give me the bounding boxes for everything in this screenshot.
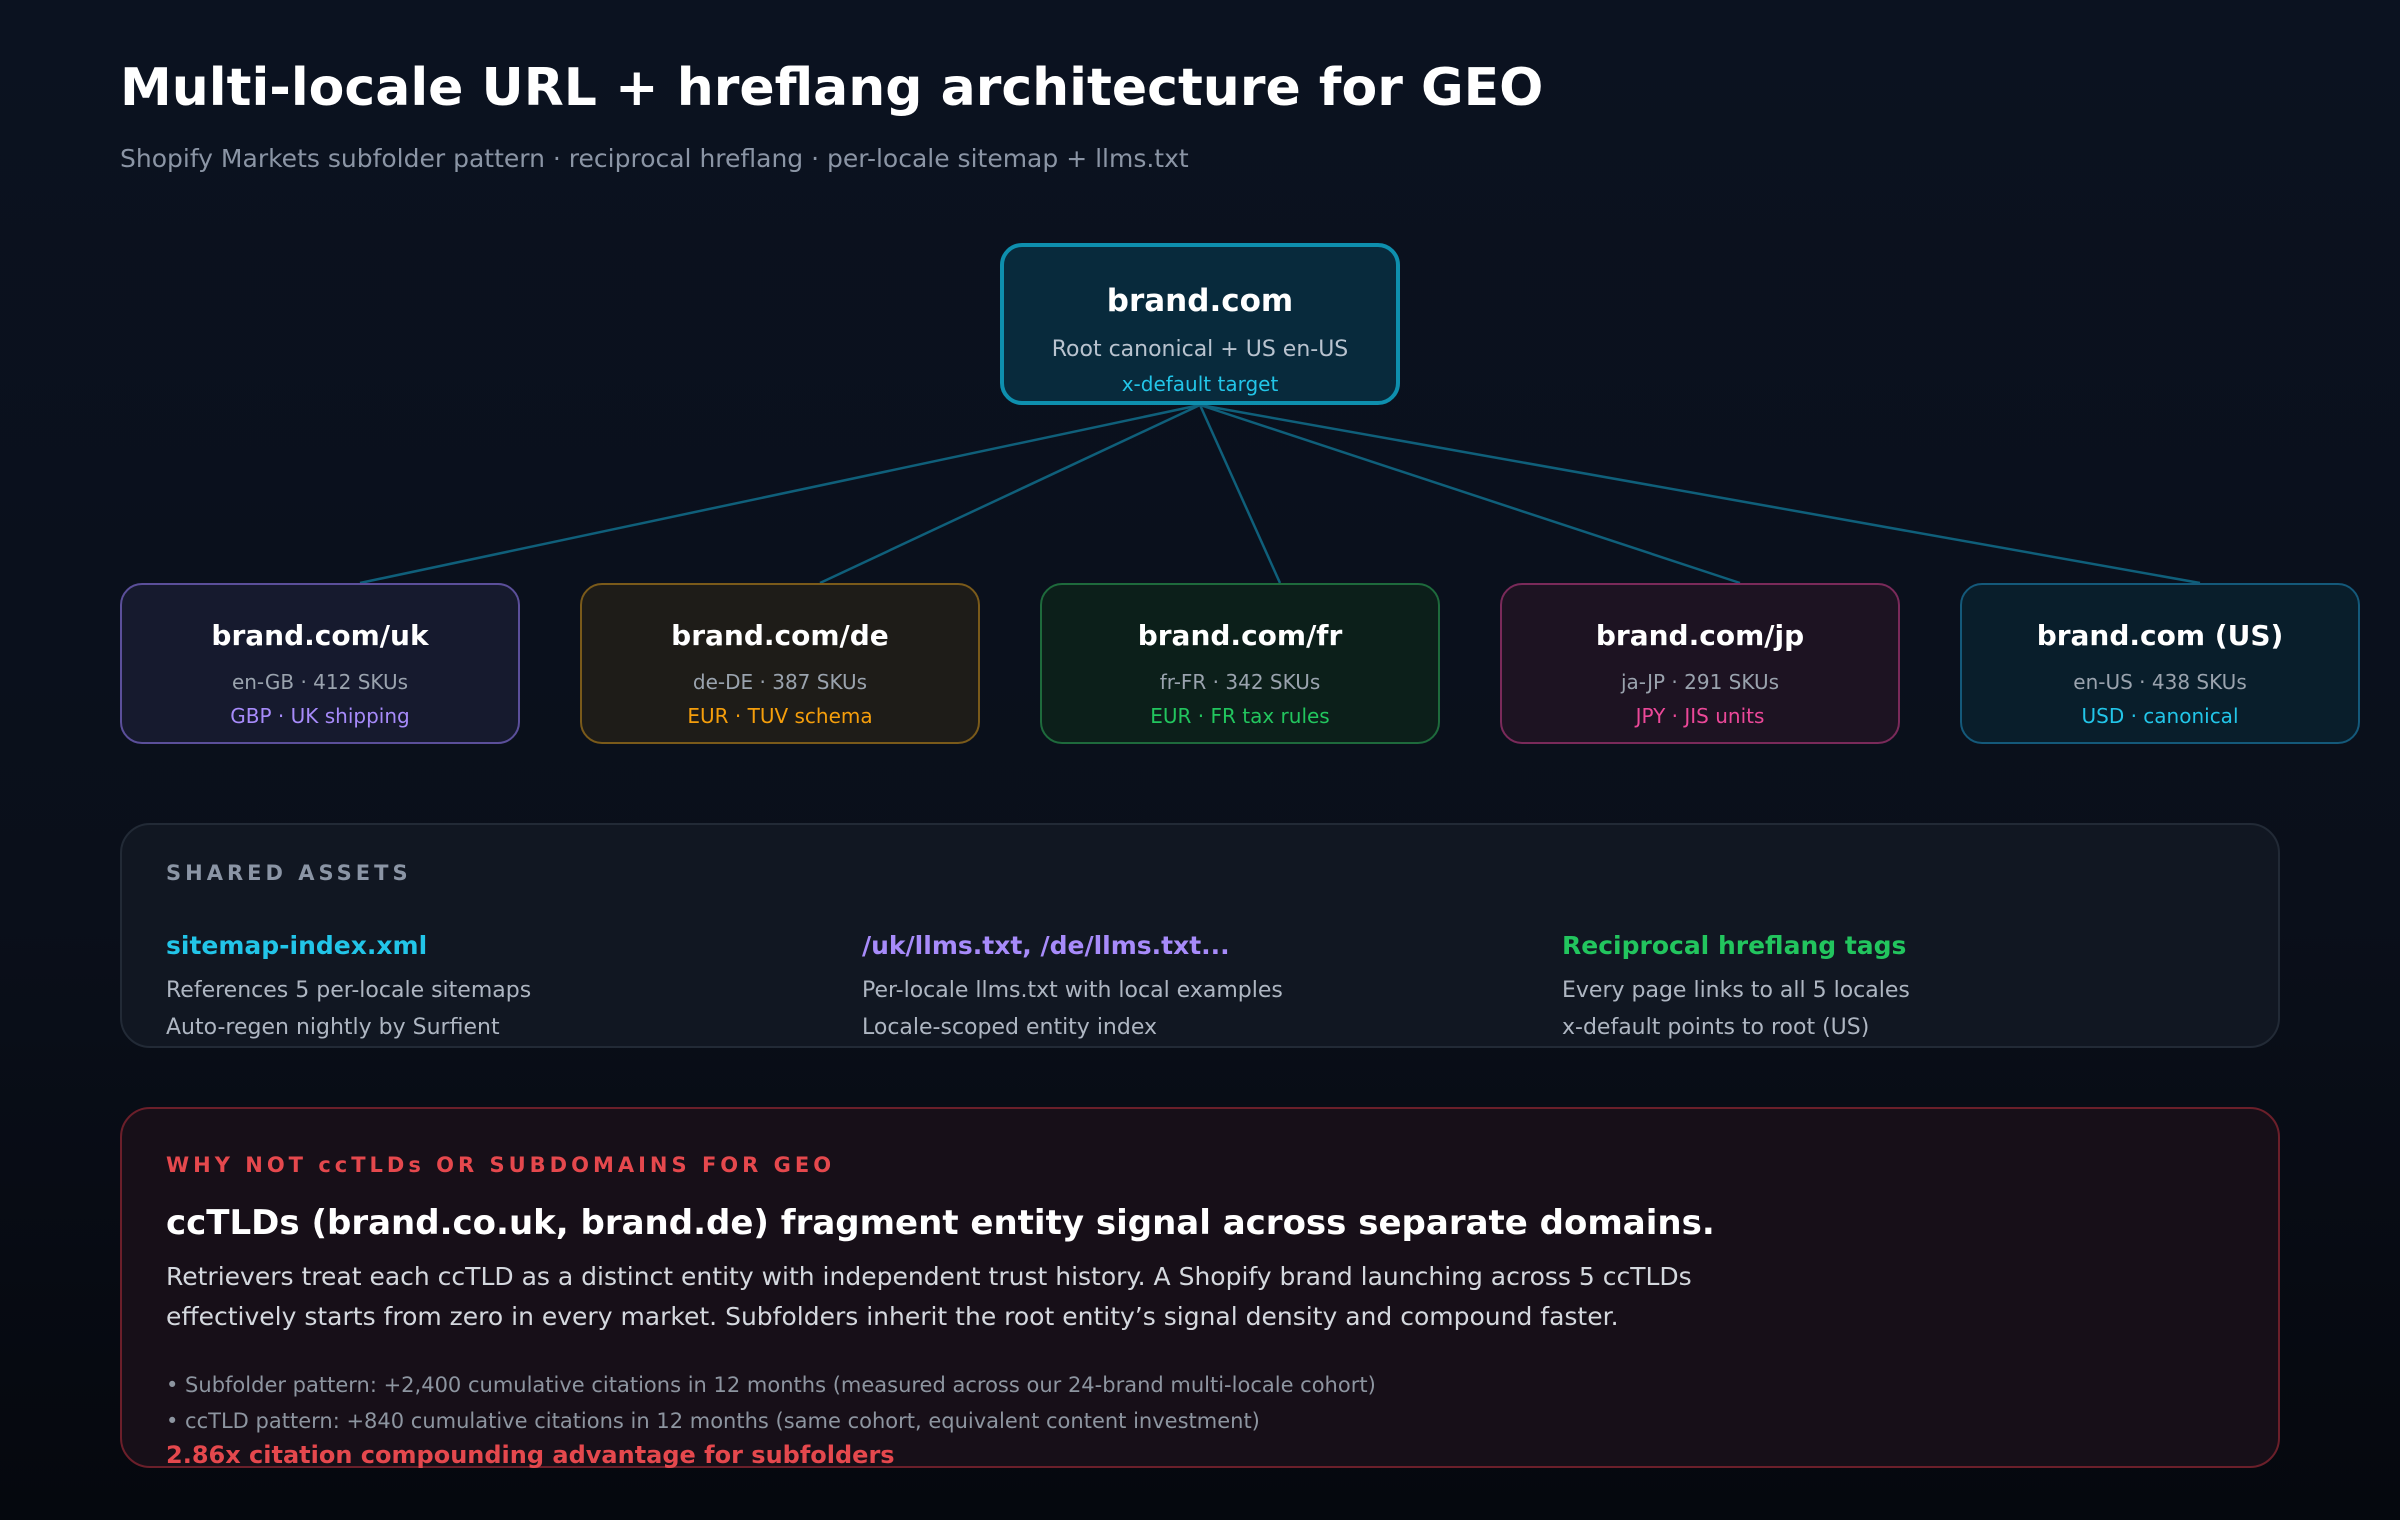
asset-description: Auto-regen nightly by Surfient	[166, 1015, 500, 1040]
why-body-line: effectively starts from zero in every ma…	[166, 1302, 1619, 1331]
locale-meta: fr-FR · 342 SKUs	[1159, 670, 1321, 694]
locale-meta: ja-JP · 291 SKUs	[1620, 670, 1780, 694]
locale-meta: en-GB · 412 SKUs	[231, 670, 409, 694]
asset-description: Locale-scoped entity index	[862, 1015, 1158, 1040]
locale-title: brand.com/uk	[211, 619, 429, 652]
page-title: Multi-locale URL + hreflang architecture…	[120, 58, 1544, 118]
asset-description: Per-locale llms.txt with local examples	[862, 978, 1283, 1003]
connector-de	[819, 403, 1201, 585]
locale-accent-line: USD · canonical	[2081, 704, 2239, 728]
asset-hreflang: Reciprocal hreflang tags Every page link…	[1562, 931, 1910, 1040]
connector-jp	[1199, 403, 1741, 585]
locale-title: brand.com/de	[671, 619, 889, 652]
root-node-description: Root canonical + US en-US	[1051, 337, 1349, 362]
locale-accent-line: EUR · TUV schema	[687, 704, 873, 728]
locale-node-jp: brand.com/jp ja-JP · 291 SKUs JPY · JIS …	[1500, 583, 1900, 744]
why-body: Retrievers treat each ccTLD as a distinc…	[166, 1257, 1866, 1337]
why-bullets: • Subfolder pattern: +2,400 cumulative c…	[166, 1367, 1376, 1439]
locale-node-de: brand.com/de de-DE · 387 SKUs EUR · TUV …	[580, 583, 980, 744]
locale-title: brand.com/jp	[1595, 619, 1805, 652]
locale-node-us: brand.com (US) en-US · 438 SKUs USD · ca…	[1960, 583, 2360, 744]
bullet-item: • Subfolder pattern: +2,400 cumulative c…	[166, 1373, 1376, 1397]
locale-meta: de-DE · 387 SKUs	[692, 670, 868, 694]
why-conclusion: 2.86x citation compounding advantage for…	[166, 1441, 895, 1469]
asset-title: Reciprocal hreflang tags	[1562, 931, 1907, 960]
asset-description: References 5 per-locale sitemaps	[166, 978, 532, 1003]
locale-meta: en-US · 438 SKUs	[2073, 670, 2247, 694]
asset-description: x-default points to root (US)	[1562, 1015, 1870, 1040]
why-not-cctld-panel: WHY NOT ccTLDs OR SUBDOMAINS FOR GEO ccT…	[120, 1107, 2280, 1469]
locale-title: brand.com (US)	[2036, 619, 2284, 652]
asset-llms-txt: /uk/llms.txt, /de/llms.txt... Per-locale…	[862, 931, 1283, 1040]
locale-accent-line: EUR · FR tax rules	[1150, 704, 1330, 728]
shared-assets-label: SHARED ASSETS	[166, 861, 412, 885]
why-label: WHY NOT ccTLDs OR SUBDOMAINS FOR GEO	[166, 1153, 836, 1177]
locale-title: brand.com/fr	[1137, 619, 1343, 652]
bullet-item: • ccTLD pattern: +840 cumulative citatio…	[166, 1409, 1260, 1433]
why-headline: ccTLDs (brand.co.uk, brand.de) fragment …	[166, 1203, 1715, 1243]
connector-fr	[1198, 404, 1282, 584]
connector-uk	[359, 403, 1201, 585]
root-node: brand.com Root canonical + US en-US x-de…	[1000, 243, 1400, 405]
asset-sitemap: sitemap-index.xml References 5 per-local…	[166, 931, 531, 1040]
locale-node-uk: brand.com/uk en-GB · 412 SKUs GBP · UK s…	[120, 583, 520, 744]
page-subtitle: Shopify Markets subfolder pattern · reci…	[120, 144, 1189, 173]
root-node-tag: x-default target	[1121, 372, 1279, 396]
asset-title: sitemap-index.xml	[166, 931, 428, 960]
locale-node-fr: brand.com/fr fr-FR · 342 SKUs EUR · FR t…	[1040, 583, 1440, 744]
locale-accent-line: JPY · JIS units	[1635, 704, 1765, 728]
asset-title: /uk/llms.txt, /de/llms.txt...	[862, 931, 1230, 960]
connector-us	[1199, 403, 2201, 585]
why-body-line: Retrievers treat each ccTLD as a distinc…	[166, 1262, 1692, 1291]
asset-description: Every page links to all 5 locales	[1562, 978, 1910, 1003]
root-node-title: brand.com	[1106, 283, 1294, 319]
shared-assets-panel: SHARED ASSETS sitemap-index.xml Referenc…	[120, 823, 2280, 1048]
locale-accent-line: GBP · UK shipping	[230, 704, 410, 728]
